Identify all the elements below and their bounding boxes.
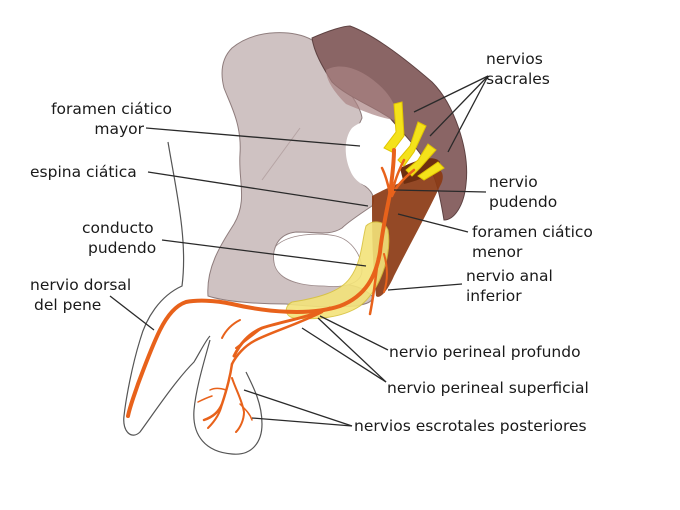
label-line: foramen ciático — [51, 100, 172, 118]
label-line: nervio — [489, 173, 538, 191]
label-line: conducto — [82, 219, 154, 237]
label-line: pudendo — [489, 193, 558, 211]
label-nervios-sacrales: nervios sacrales — [486, 49, 550, 89]
bone-ridge — [261, 127, 301, 181]
body-outline — [123, 141, 211, 436]
label-perineal-superficial: nervio perineal superficial — [387, 379, 589, 397]
label-line: mayor — [94, 120, 144, 138]
label-line: menor — [472, 243, 523, 261]
label-line: del pene — [34, 296, 102, 314]
ligament-upper — [400, 158, 440, 184]
label-line: nervio anal — [466, 267, 553, 285]
label-line: inferior — [466, 287, 522, 305]
label-foramen-mayor: foramen ciático mayor — [22, 99, 172, 139]
pudendal-nerve — [126, 148, 416, 433]
label-nervios-escrotales: nervios escrotales posteriores — [354, 417, 587, 435]
label-espina-ciatica: espina ciática — [30, 163, 137, 181]
scrotum-outline — [193, 339, 263, 455]
label-line: foramen ciático — [472, 223, 593, 241]
label-line: nervio dorsal — [30, 276, 132, 294]
label-nervio-pudendo: nervio pudendo — [489, 172, 557, 212]
label-line: sacrales — [486, 70, 550, 88]
label-nervio-anal: nervio anal inferior — [466, 266, 553, 306]
label-foramen-menor: foramen ciático menor — [472, 222, 593, 262]
sacrum-inner — [326, 66, 397, 120]
label-nervio-dorsal: nervio dorsal del pene — [30, 275, 131, 315]
label-conducto-pudendo: conducto pudendo — [82, 218, 156, 258]
label-line: nervios — [486, 50, 543, 68]
leader-lines — [109, 75, 489, 427]
label-perineal-profundo: nervio perineal profundo — [389, 343, 581, 361]
label-line: pudendo — [88, 239, 157, 257]
